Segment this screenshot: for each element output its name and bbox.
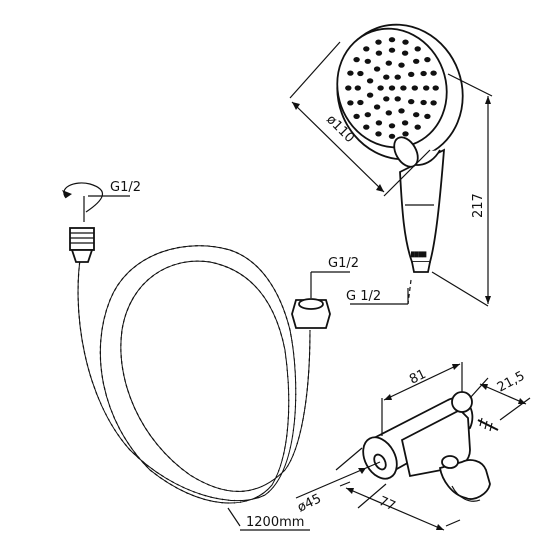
nozzle-dot (413, 112, 420, 118)
nozzle-dot (354, 85, 361, 91)
nozzle-dot (400, 85, 407, 91)
nozzle-dot (388, 133, 396, 139)
nozzle-dot (430, 100, 437, 106)
head-diameter-dimension (289, 41, 431, 197)
inlet-thread-label: G1/2 (110, 180, 141, 195)
nozzle-dot (357, 99, 364, 106)
nozzle-dot (420, 70, 427, 77)
hose-length-leader (227, 507, 310, 531)
spray-nozzles (345, 37, 439, 139)
nozzle-dot (347, 70, 354, 76)
nozzle-dot (394, 74, 401, 80)
nozzle-dot (357, 70, 364, 77)
nozzle-dot (363, 124, 370, 130)
nozzle-dot (413, 58, 420, 64)
nozzle-dot (398, 62, 405, 68)
nozzle-dot (377, 85, 384, 91)
holder-width-label: 81 (407, 367, 428, 388)
nozzle-dot (414, 124, 421, 130)
nozzle-dot (366, 92, 374, 98)
holder-diameter-dimension (295, 447, 387, 509)
holder-width-dimension (381, 362, 463, 436)
nozzle-dot (388, 85, 396, 91)
holder-depth-dimension (339, 481, 461, 531)
nozzle-dot (373, 66, 381, 72)
nozzle-dot (423, 85, 430, 91)
nozzle-dot (408, 99, 415, 105)
nozzle-dot (424, 113, 431, 119)
nozzle-dot (375, 131, 382, 137)
nozzle-dot (420, 99, 427, 106)
nozzle-dot (401, 50, 409, 56)
nozzle-dot (375, 50, 383, 56)
shower-hose (70, 237, 318, 511)
nozzle-dot (408, 71, 415, 77)
nozzle-dot (402, 131, 409, 137)
nozzle-dot (430, 70, 437, 76)
nozzle-dot (401, 120, 409, 126)
nozzle-dot (353, 113, 360, 119)
hose-cone-fitting (69, 227, 95, 263)
nozzle-dot (375, 39, 382, 45)
total-length-dimension (431, 73, 493, 307)
nozzle-dot (373, 104, 381, 110)
handle-thread-label: G 1/2 (346, 289, 381, 304)
total-length-label: 217 (471, 193, 486, 218)
wall-holder (362, 391, 499, 502)
holder-diameter-label: ø45 (295, 491, 324, 515)
nozzle-dot (388, 123, 396, 129)
nozzle-dot (385, 60, 392, 66)
nozzle-dot (402, 39, 409, 45)
holder-depth-label: 77 (376, 494, 397, 514)
holder-offset-dimension (469, 377, 531, 421)
nozzle-dot (394, 96, 401, 102)
nozzle-dot (347, 100, 354, 106)
nozzle-dot (353, 57, 360, 63)
swivel-rotation-symbol (62, 182, 130, 222)
nozzle-dot (363, 46, 370, 52)
nozzle-dot (383, 96, 390, 102)
nozzle-dot (364, 112, 371, 118)
nozzle-dot (432, 85, 439, 91)
nozzle-dot (424, 57, 431, 63)
nozzle-dot (345, 85, 352, 91)
nozzle-dot (375, 120, 383, 126)
nozzle-dot (385, 110, 392, 116)
hose-length-label: 1200mm (246, 515, 304, 530)
nozzle-dot (366, 78, 374, 84)
nozzle-dot (388, 47, 396, 53)
hose-nut-thread-label: G1/2 (328, 256, 359, 271)
nozzle-dot (364, 58, 371, 64)
nozzle-dot (414, 46, 421, 52)
brand-mark: ████ (410, 251, 427, 258)
holder-offset-label: 21,5 (495, 369, 528, 396)
nozzle-dot (411, 85, 418, 91)
nozzle-dot (383, 74, 390, 80)
nozzle-dot (398, 108, 405, 114)
shower-head: ████ (336, 23, 464, 273)
handle-thread-leader (350, 279, 412, 305)
hose-hex-nut (291, 271, 350, 329)
nozzle-dot (388, 37, 396, 43)
